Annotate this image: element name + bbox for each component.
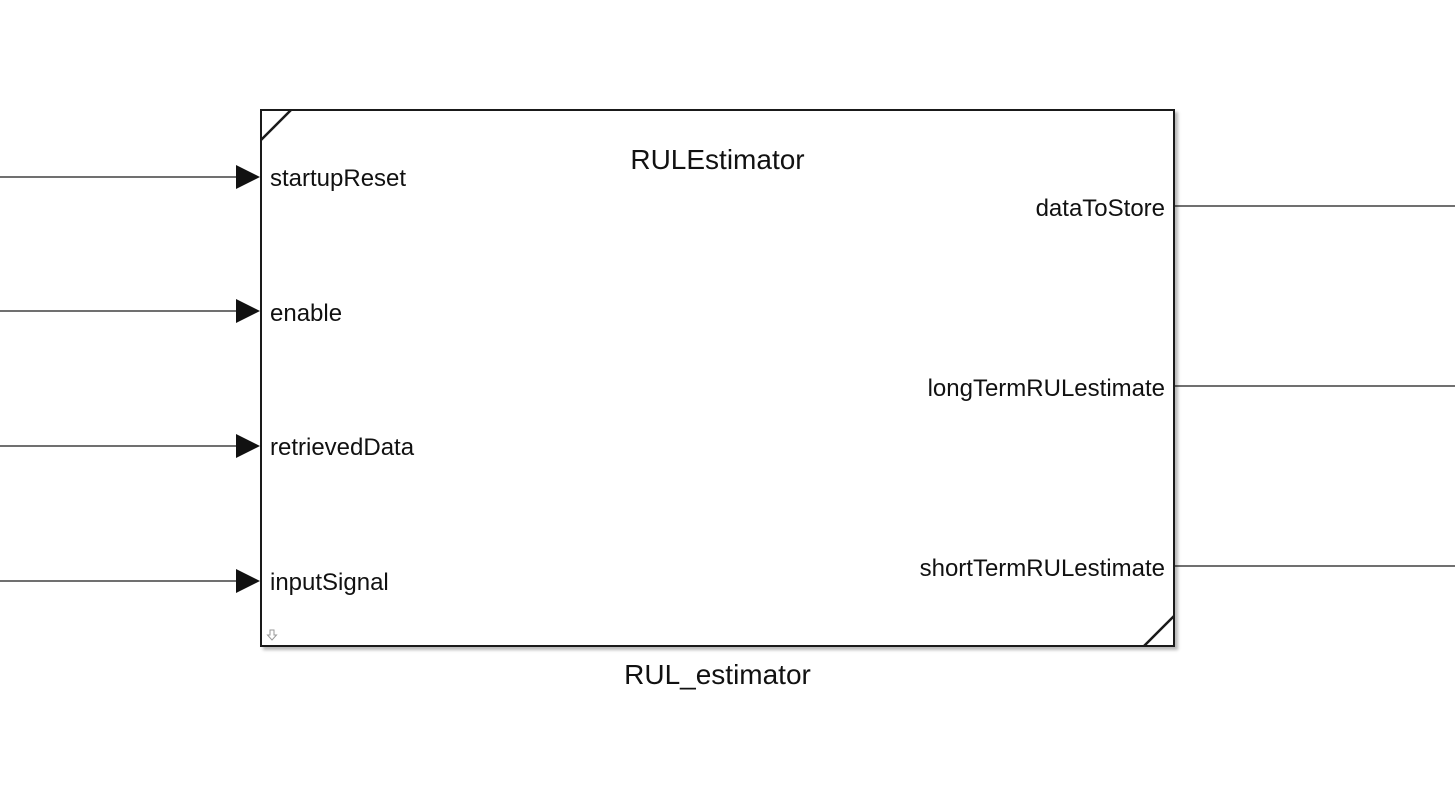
input-arrow-enable bbox=[236, 299, 260, 323]
arrow-down-icon bbox=[266, 629, 278, 641]
input-port-startupReset[interactable]: startupReset bbox=[270, 165, 407, 192]
block-type-title: RULEstimator bbox=[630, 144, 805, 175]
subsystem-block[interactable]: RULEstimator startupReset enable retriev… bbox=[260, 109, 1175, 647]
output-port-dataToStore[interactable]: dataToStore bbox=[1035, 195, 1165, 222]
input-arrow-retrievedData bbox=[236, 434, 260, 458]
input-port-inputSignal[interactable]: inputSignal bbox=[270, 569, 389, 596]
output-port-shortTermRULestimate[interactable]: shortTermRULestimate bbox=[919, 555, 1165, 582]
input-port-enable[interactable]: enable bbox=[270, 300, 343, 327]
input-arrow-inputSignal bbox=[236, 569, 260, 593]
input-port-retrievedData[interactable]: retrievedData bbox=[270, 434, 415, 461]
output-port-longTermRULestimate[interactable]: longTermRULestimate bbox=[927, 375, 1165, 402]
corner-mark-bottom-right bbox=[1142, 614, 1175, 647]
input-arrow-startupReset bbox=[236, 165, 260, 189]
corner-mark-top-left bbox=[260, 109, 293, 142]
block-name-label[interactable]: RUL_estimator bbox=[624, 659, 811, 690]
